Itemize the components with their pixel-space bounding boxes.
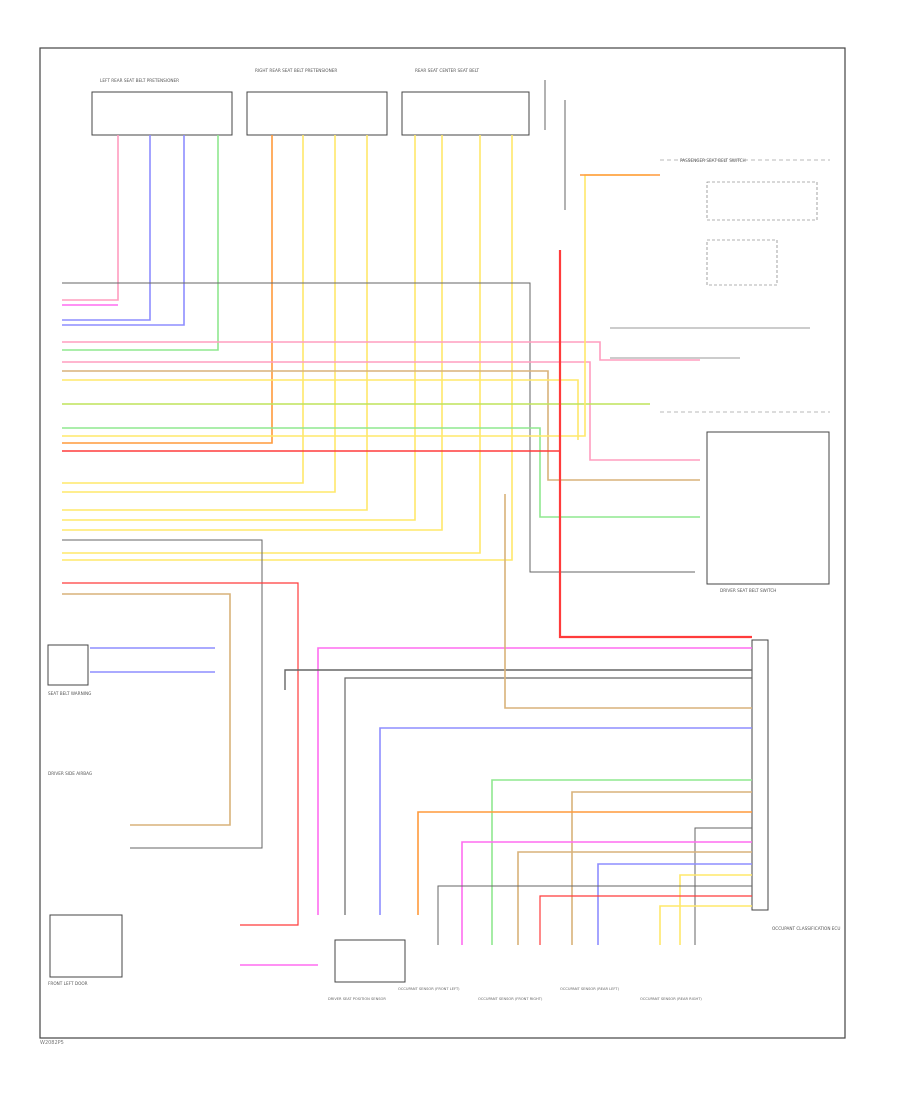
bottom-label-4: OCCUPANT SENSOR (REAR LEFT) [560, 987, 620, 991]
wire-tan-ecu3 [517, 851, 752, 945]
left-comp-label-2: DRIVER SIDE AIRBAG [48, 771, 92, 776]
wire-yellow-ecu [679, 874, 752, 945]
wire-yellow-5 [62, 135, 443, 531]
wire-orange-1 [62, 135, 273, 444]
bottom-label-1: DRIVER SEAT POSITION SENSOR [328, 997, 386, 1001]
wire-tan-ecu [504, 494, 752, 709]
wire-yellow-7 [62, 135, 513, 561]
right-comp-label-1: PASSENGER SEAT BELT SWITCH [680, 158, 746, 163]
switch-block-2 [706, 239, 778, 286]
wire-gray-ecu4 [437, 885, 752, 945]
wire-pink-h2 [62, 361, 700, 461]
diagram-code: W2082P5 [40, 1040, 64, 1046]
connector-box-3 [401, 91, 530, 136]
seat-sensor-box [706, 431, 830, 585]
top-connectors: LEFT REAR SEAT BELT PRETENSIONER RIGHT R… [91, 68, 530, 136]
left-comp-label-1: SEAT BELT WARNING [48, 691, 91, 696]
bottom-label-5: OCCUPANT SENSOR (REAR RIGHT) [640, 997, 702, 1001]
wire-pink-h [62, 341, 700, 361]
wire-red-ecu [539, 895, 752, 945]
wire-red-main [558, 250, 752, 639]
connector-label-2: RIGHT REAR SEAT BELT PRETENSIONER [255, 68, 337, 73]
wire-yellow-3 [62, 135, 368, 511]
wire-gray-ecu [284, 669, 752, 690]
right-comp-label-2: DRIVER SEAT BELT SWITCH [720, 588, 776, 593]
wire-blue-ecu2 [597, 863, 752, 945]
wire-blue-1 [62, 135, 151, 321]
right-components: PASSENGER SEAT BELT SWITCH DRIVER SEAT B… [680, 158, 840, 931]
wire-green-ecu [491, 779, 752, 945]
wire-yellow-4 [62, 135, 416, 521]
ecu-connector-box [751, 639, 769, 911]
wire-red-lower [62, 582, 299, 926]
wire-blue-ecu [379, 727, 752, 915]
wire-magenta-ecu [317, 647, 752, 915]
bottom-label-2: OCCUPANT SENSOR (FRONT LEFT) [398, 987, 460, 991]
wire-yellowgreen-h [62, 379, 579, 440]
left-sensor-box [47, 644, 89, 686]
switch-block-1 [706, 181, 818, 221]
diagram-border [39, 47, 846, 1039]
wire-magenta-ecu2 [461, 841, 752, 945]
center-sensor-box [334, 939, 406, 983]
connector-label-3: REAR SEAT CENTER SEAT BELT [415, 68, 480, 73]
wire-blue-2 [62, 135, 185, 326]
wire-green-1 [62, 135, 219, 351]
wire-pink-1 [62, 135, 119, 301]
wires [62, 80, 830, 966]
wire-yellow-ecu2 [659, 905, 752, 945]
connector-box-2 [246, 91, 388, 136]
left-comp-label-3: FRONT LEFT DOOR [48, 981, 88, 986]
left-components: SEAT BELT WARNING DRIVER SIDE AIRBAG FRO… [47, 644, 406, 986]
right-comp-label-3: OCCUPANT CLASSIFICATION ECU [772, 926, 840, 931]
bottom-left-box [49, 914, 123, 978]
connector-label-1: LEFT REAR SEAT BELT PRETENSIONER [100, 78, 179, 83]
wire-tan-lower [62, 593, 231, 826]
bottom-label-3: OCCUPANT SENSOR (FRONT RIGHT) [478, 997, 543, 1001]
wire-tan-ecu2 [571, 791, 752, 945]
wire-tan-h [62, 370, 700, 481]
wire-yellow-2 [62, 135, 336, 493]
wire-green-h [62, 427, 700, 518]
bottom-components: DRIVER SEAT POSITION SENSOR OCCUPANT SEN… [328, 987, 702, 1001]
wire-yellow-1 [62, 135, 304, 484]
connector-box-1 [91, 91, 233, 136]
wire-orange-ecu [417, 811, 752, 915]
wire-yellow-6 [62, 135, 481, 554]
wire-gray-ecu2 [344, 677, 752, 915]
wire-gray-lower [62, 539, 263, 849]
